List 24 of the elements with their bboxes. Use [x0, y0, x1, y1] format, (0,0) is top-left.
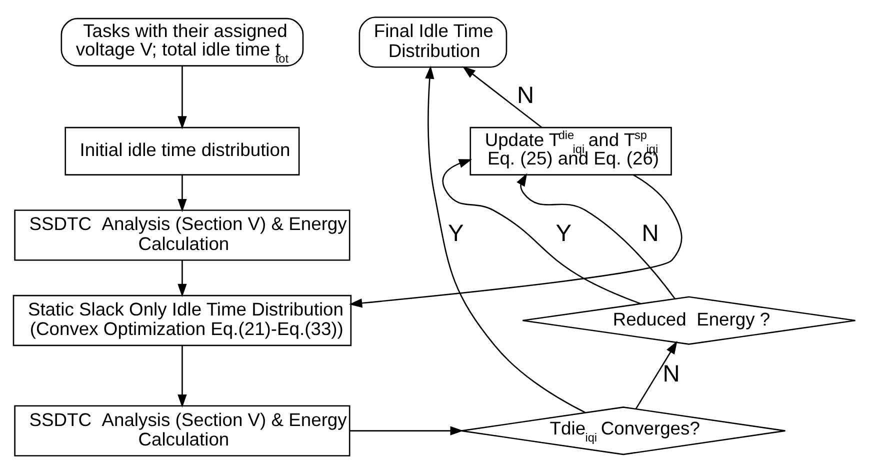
edge-label: Y: [556, 220, 572, 247]
edge-label: Y: [448, 220, 464, 247]
arrow: [348, 174, 682, 308]
arrow: [350, 426, 464, 436]
arrow: [178, 346, 187, 408]
node-box: Static Slack Only Idle Time Distribution (Convex Optimization Eq.(21)-Eq.(33)): [12, 294, 352, 346]
node-box: Final Idle Time Distribution: [358, 16, 508, 68]
node-box: SSDTC Analysis (Section V) & Energy Calculation: [14, 210, 350, 261]
node-diamond: Reduced Energy ?: [522, 296, 856, 345]
arrow: [516, 173, 676, 300]
arrow: [442, 159, 641, 304]
arrow: [462, 66, 542, 128]
node-box: Initial idle time distribution: [64, 126, 300, 176]
arrow: [425, 66, 586, 413]
node-diamond: Tdie$_{iqi}$ Converges?: [460, 406, 786, 456]
edge-label: N: [662, 361, 680, 388]
arrow: [178, 260, 187, 298]
edge-label: N: [516, 83, 534, 110]
node-box: Tasks with their assigned voltage V; total idle time t$_{tot}$: [60, 18, 304, 66]
node-box: SSDTC Analysis (Section V) & Energy Calculation: [14, 405, 350, 456]
edge-label: N: [642, 220, 659, 247]
arrow: [178, 66, 187, 130]
arrow: [635, 340, 678, 410]
arrow: [178, 175, 187, 212]
